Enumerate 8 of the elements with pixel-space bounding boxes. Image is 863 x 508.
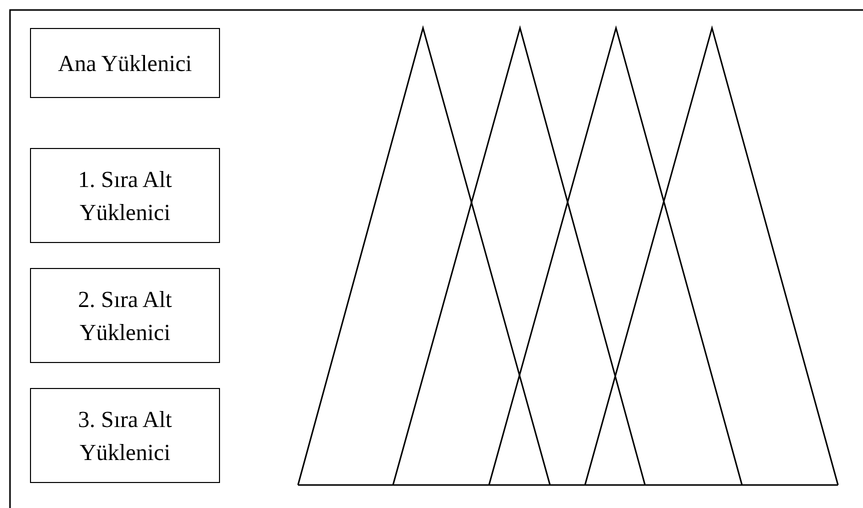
level-label: 2. Sıra Alt Yüklenici	[77, 286, 173, 346]
level-box	[30, 28, 220, 98]
level-label: 3. Sıra Alt Yüklenici	[77, 406, 173, 466]
level-box	[30, 148, 220, 243]
level-box	[30, 268, 220, 363]
level-label: 1. Sıra Alt Yüklenici	[77, 166, 173, 226]
level-box	[30, 388, 220, 483]
level-label: Ana Yüklenici	[58, 50, 192, 78]
